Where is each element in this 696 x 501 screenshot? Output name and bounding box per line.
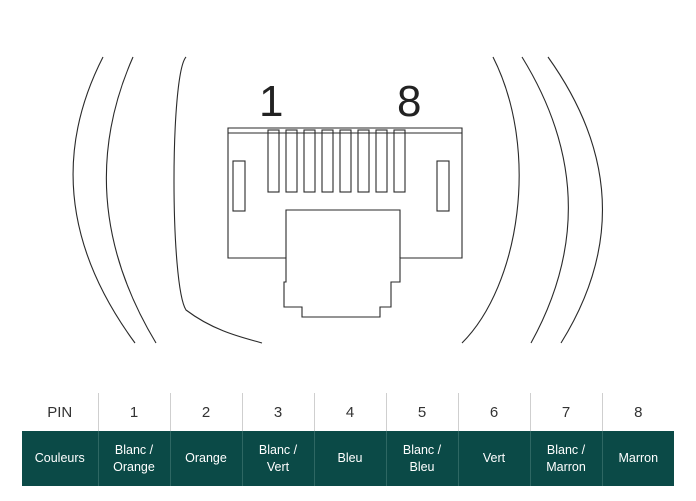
pin-number-cell: 3 xyxy=(241,393,314,431)
color-cell: Blanc / Marron xyxy=(529,431,602,486)
color-cell: Marron xyxy=(601,431,674,486)
pin-number-cell: 4 xyxy=(313,393,386,431)
colors-header-label: Couleurs xyxy=(22,431,98,486)
pin-number-cell: 5 xyxy=(385,393,458,431)
pin-color-table: PIN 1 2 3 4 5 6 7 8 Couleurs Blanc / Ora… xyxy=(22,393,674,486)
color-text: Blanc / xyxy=(546,442,586,457)
pin-number-cell: 2 xyxy=(169,393,242,431)
arc-left-outer xyxy=(72,56,136,344)
contact-pin-5 xyxy=(339,129,352,193)
color-text: Bleu xyxy=(409,459,435,474)
color-text: Orange xyxy=(185,451,227,465)
color-row: Couleurs Blanc / Orange Orange Blanc / V… xyxy=(22,431,674,486)
color-text: Blanc / xyxy=(258,442,298,457)
side-clip-right xyxy=(436,160,450,212)
rj45-connector-diagram: 1 8 xyxy=(72,56,604,344)
contact-pin-7 xyxy=(375,129,388,193)
contact-pin-6 xyxy=(357,129,370,193)
pin-number-cell: 7 xyxy=(529,393,602,431)
color-text: Bleu xyxy=(337,451,363,465)
color-cell: Orange xyxy=(169,431,242,486)
side-clip-left xyxy=(232,160,246,212)
contact-pin-3 xyxy=(303,129,316,193)
socket-housing-right xyxy=(461,56,520,344)
pin-number-cell: 6 xyxy=(457,393,530,431)
latch-area xyxy=(285,209,401,258)
arc-right-outer xyxy=(547,56,604,344)
contact-pin-4 xyxy=(321,129,334,193)
contact-pin-2 xyxy=(285,129,298,193)
color-text: Vert xyxy=(482,451,506,465)
contact-pin-1 xyxy=(267,129,280,193)
pin-number-cell: 1 xyxy=(97,393,170,431)
connector-body xyxy=(227,127,463,318)
color-cell: Blanc / Vert xyxy=(241,431,314,486)
color-text: Marron xyxy=(546,459,586,474)
pin-number-cell: 8 xyxy=(601,393,674,431)
pin-number-first: 1 xyxy=(259,77,283,126)
color-text: Blanc / xyxy=(402,442,442,457)
color-text: Marron xyxy=(618,451,659,465)
pin-number-last: 8 xyxy=(397,77,421,126)
color-text: Blanc / xyxy=(114,442,154,457)
contact-pin-8 xyxy=(393,129,406,193)
pin-header-label: PIN xyxy=(47,403,73,421)
color-cell: Blanc / Orange xyxy=(97,431,170,486)
color-cell: Vert xyxy=(457,431,530,486)
color-text: Orange xyxy=(113,459,155,474)
color-text: Vert xyxy=(266,459,290,474)
pin-row: PIN 1 2 3 4 5 6 7 8 xyxy=(22,393,674,431)
color-cell: Blanc / Bleu xyxy=(385,431,458,486)
arc-left-inner xyxy=(105,56,157,344)
socket-housing xyxy=(173,56,263,344)
color-cell: Bleu xyxy=(313,431,386,486)
arc-right-inner xyxy=(521,56,569,344)
